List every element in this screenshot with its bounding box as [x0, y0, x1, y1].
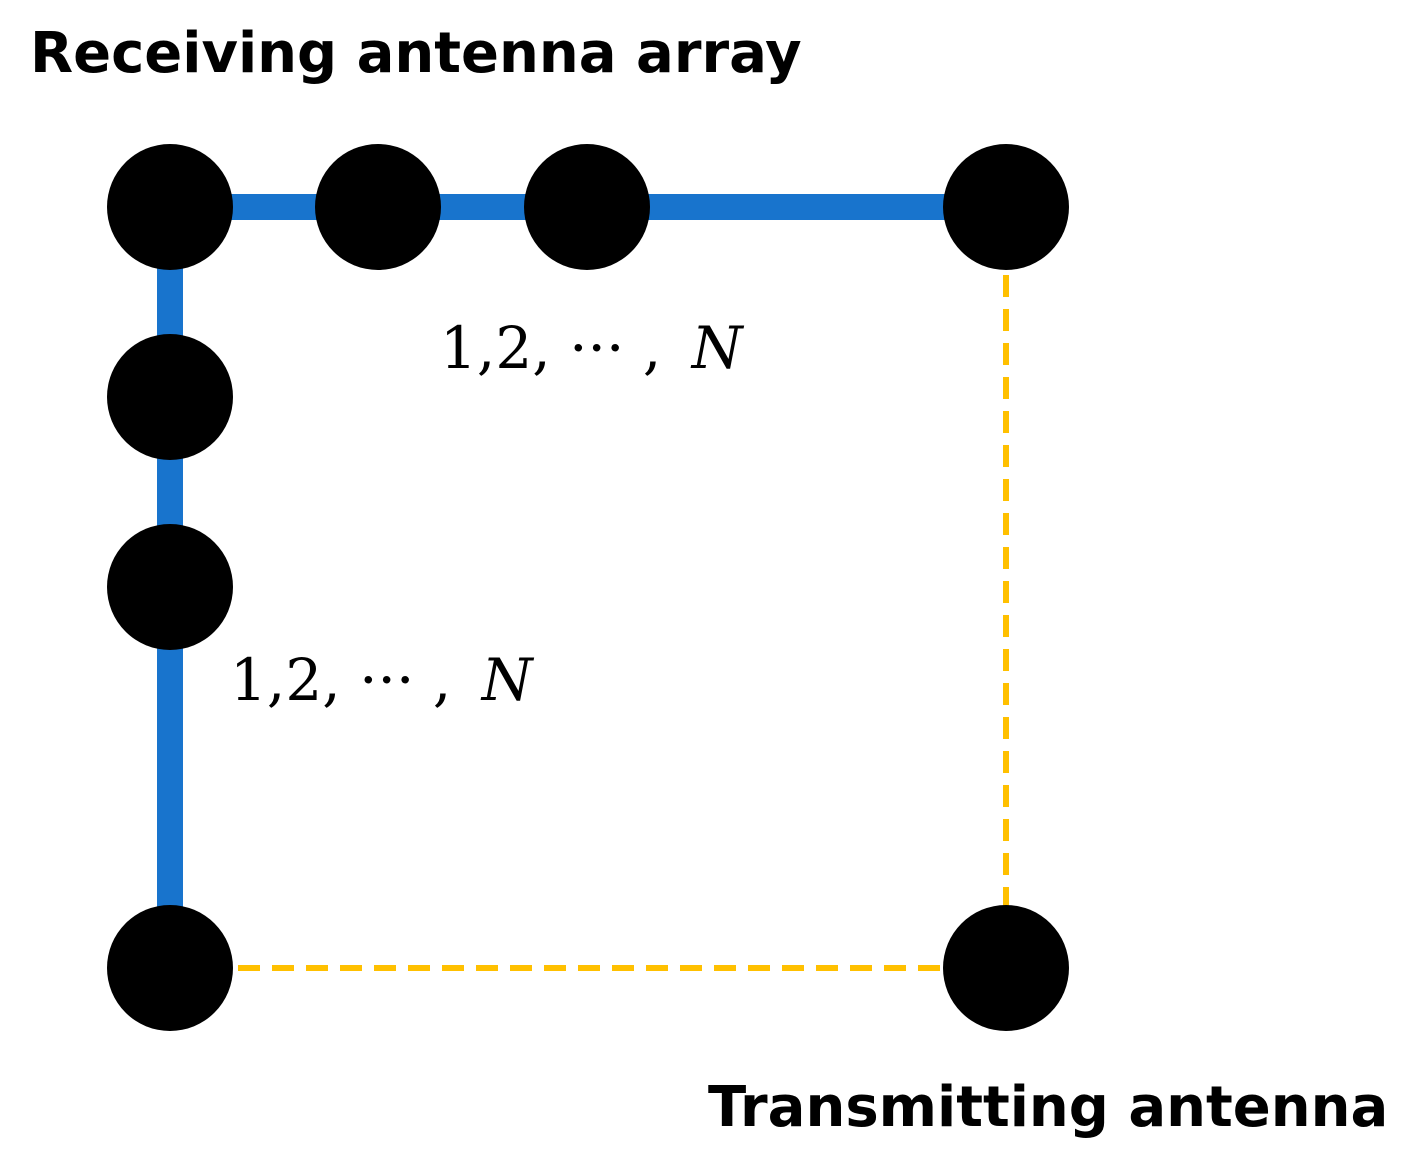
antenna-horizontal-3: [524, 144, 650, 270]
antenna-horizontal-2: [315, 144, 441, 270]
vertical-index-var: N: [480, 646, 535, 714]
transmitting-antenna-label: Transmitting antenna: [708, 1075, 1388, 1140]
antenna-corner-top-right: [943, 144, 1069, 270]
antenna-vertical-3: [107, 524, 233, 650]
antenna-corner-bottom-left: [107, 905, 233, 1031]
antenna-vertical-2: [107, 334, 233, 460]
vertical-index-label: 1,2, ··· , N: [230, 646, 535, 714]
horizontal-index-var: N: [690, 314, 745, 382]
horizontal-index-label: 1,2, ··· , N: [440, 314, 745, 382]
receiving-array-label: Receiving antenna array: [30, 21, 802, 86]
vertical-index-prefix: 1,2, ··· ,: [230, 646, 451, 714]
transmitting-antenna: [943, 905, 1069, 1031]
antenna-corner-top-left: [107, 144, 233, 270]
horizontal-index-prefix: 1,2, ··· ,: [440, 314, 661, 382]
